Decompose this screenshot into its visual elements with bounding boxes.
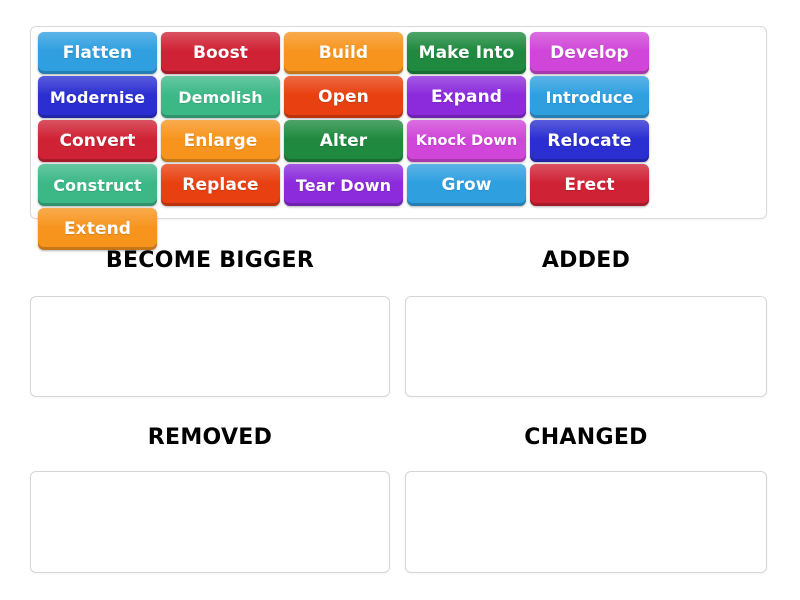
- dropzone-removed[interactable]: [30, 471, 390, 573]
- word-tile[interactable]: Grow: [407, 164, 526, 206]
- word-tile[interactable]: Make Into: [407, 32, 526, 74]
- word-tile[interactable]: Boost: [161, 32, 280, 74]
- word-tile[interactable]: Erect: [530, 164, 649, 206]
- category-title-removed: REMOVED: [147, 425, 273, 450]
- word-tile[interactable]: Construct: [38, 164, 157, 206]
- word-tile[interactable]: Replace: [161, 164, 280, 206]
- word-tile[interactable]: Flatten: [38, 32, 157, 74]
- category-title-become-bigger: BECOME BIGGER: [105, 248, 315, 273]
- word-tile[interactable]: Relocate: [530, 120, 649, 162]
- dropzone-added[interactable]: [405, 296, 767, 397]
- word-tile[interactable]: Modernise: [38, 76, 157, 118]
- dropzone-become-bigger[interactable]: [30, 296, 390, 397]
- word-tile[interactable]: Alter: [284, 120, 403, 162]
- word-tile[interactable]: Extend: [38, 208, 157, 250]
- category-title-changed: CHANGED: [524, 425, 648, 450]
- word-tile[interactable]: Introduce: [530, 76, 649, 118]
- word-tile[interactable]: Open: [284, 76, 403, 118]
- word-tile[interactable]: Knock Down: [407, 120, 526, 162]
- word-tile[interactable]: Build: [284, 32, 403, 74]
- word-tile[interactable]: Demolish: [161, 76, 280, 118]
- word-tile[interactable]: Tear Down: [284, 164, 403, 206]
- dropzone-changed[interactable]: [405, 471, 767, 573]
- word-tile[interactable]: Expand: [407, 76, 526, 118]
- category-title-added: ADDED: [541, 248, 631, 273]
- word-tile[interactable]: Convert: [38, 120, 157, 162]
- word-tile[interactable]: Enlarge: [161, 120, 280, 162]
- word-tile[interactable]: Develop: [530, 32, 649, 74]
